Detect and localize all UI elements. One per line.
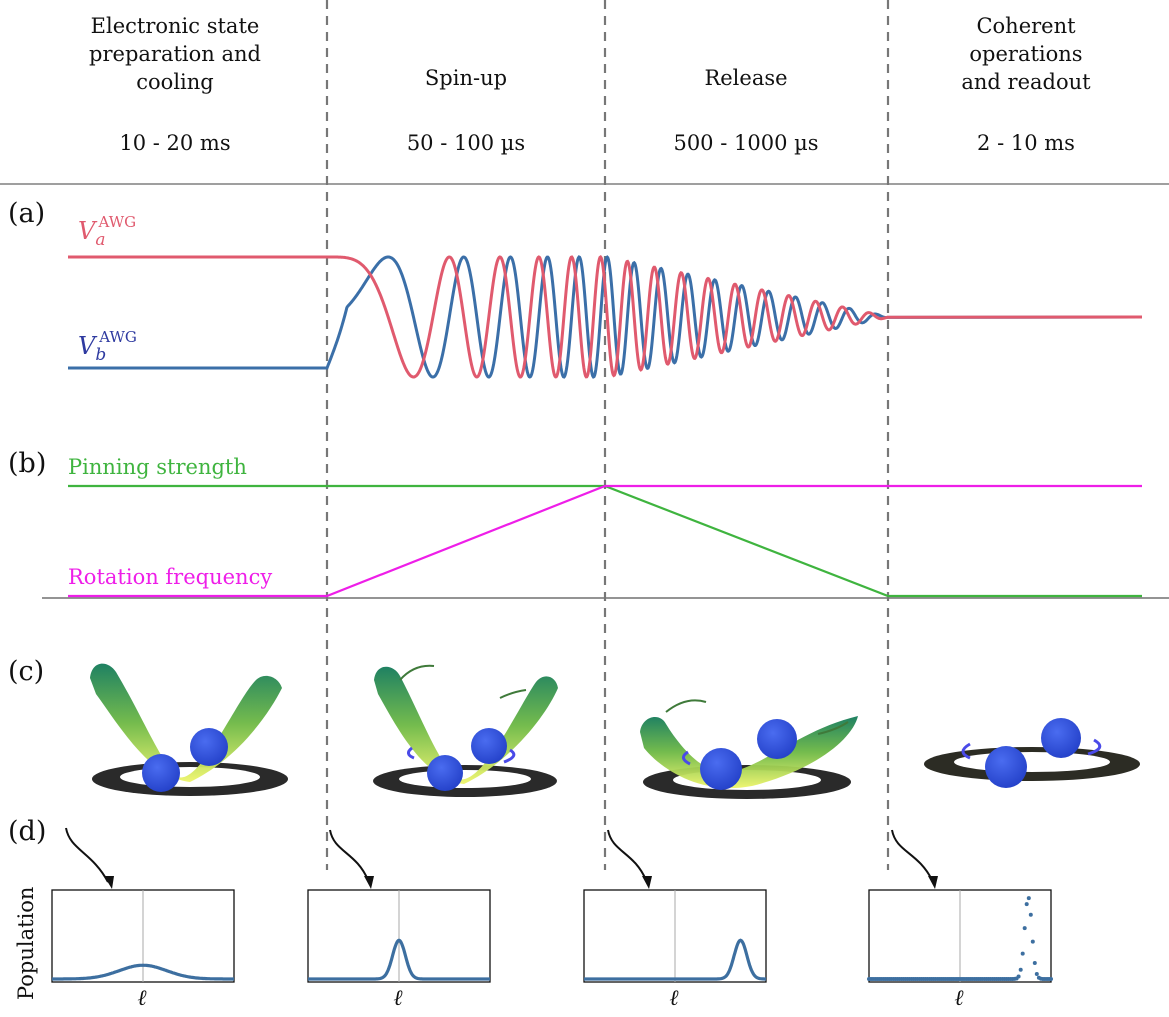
rotation-frequency-label: Rotation frequency: [68, 565, 273, 589]
panel-label-d: (d): [8, 816, 47, 847]
population-point: [1034, 972, 1039, 976]
awg-waveforms: [68, 254, 1143, 379]
signal-symbol: V: [78, 217, 96, 245]
ion-icon: [700, 748, 742, 790]
curved-arrow-icon: [329, 829, 369, 881]
phase-title-line: Release: [704, 66, 788, 90]
signal-superscript: AWG: [98, 213, 137, 231]
ion-icon: [471, 728, 507, 764]
population-point: [1022, 926, 1027, 931]
rotation-arrow-icon: [961, 742, 971, 760]
ion-icon: [427, 755, 463, 791]
population-point: [1026, 896, 1031, 901]
ell-axis-label: ℓ: [954, 986, 964, 1011]
waveform-va: [68, 254, 1143, 379]
arrowhead-icon: [104, 876, 114, 889]
ell-axis-label: ℓ: [393, 986, 403, 1011]
waveform-vb: [68, 255, 1143, 379]
phase-duration: 2 - 10 ms: [977, 131, 1075, 155]
population-point: [1024, 902, 1029, 907]
phase-dividers: [325, 0, 890, 870]
population-point: [1030, 939, 1035, 944]
phase-header-4: Coherent operations and readout 2 - 10 m…: [906, 12, 1146, 155]
rotation-arrow-icon: [1087, 738, 1102, 756]
population-point: [1049, 977, 1053, 981]
drive-arrow-icon: [665, 699, 707, 713]
population-point: [1016, 974, 1021, 979]
panel-label-c: (c): [8, 656, 45, 687]
phase-duration: 10 - 20 ms: [119, 131, 231, 155]
pinning-strength-trace: [68, 484, 1142, 598]
illustration-pinned: [90, 663, 288, 796]
phase-title-line: operations: [969, 42, 1083, 66]
population-curve: [52, 963, 234, 981]
drive-arrow-icon: [499, 689, 527, 699]
phase-title-line: preparation and: [89, 42, 261, 66]
phase-title-line: Spin-up: [424, 66, 508, 90]
phase-title-line: cooling: [136, 70, 214, 94]
ion-icon: [1041, 718, 1081, 758]
signal-superscript: AWG: [99, 328, 137, 346]
ribbon-icon: [374, 666, 558, 784]
ell-axis-label: ℓ: [669, 986, 679, 1011]
panel-label-a: (a): [8, 198, 46, 229]
rotation-arrow-icon: [407, 746, 415, 760]
drive-arrow-icon: [817, 721, 849, 735]
population-curve: [584, 938, 766, 981]
population-axis-label: Population: [14, 886, 38, 1000]
phase-title-line: Electronic state: [90, 14, 260, 38]
arrowhead-icon: [928, 876, 938, 889]
population-plots: [51, 889, 1053, 983]
ion-icon: [142, 754, 180, 792]
ell-axis-label: ℓ: [137, 986, 147, 1011]
signal-label-va: VaAWG: [78, 213, 136, 250]
population-point: [1028, 912, 1033, 917]
ion-icon: [985, 746, 1027, 788]
pinning-strength-label: Pinning strength: [68, 455, 247, 479]
signal-subscript: b: [95, 345, 107, 365]
ion-icon: [190, 728, 228, 766]
ion-icon: [757, 719, 797, 759]
curved-arrow-icon: [607, 829, 647, 881]
illustration-release: [640, 699, 858, 799]
ribbon-icon: [640, 716, 858, 789]
arrowhead-icon: [642, 876, 652, 889]
phase-title-line: and readout: [961, 70, 1091, 94]
arrowhead-icon: [364, 876, 374, 889]
rotation-arrow-icon: [682, 750, 691, 766]
population-point: [1018, 967, 1023, 972]
rotation-frequency-trace: [68, 484, 1142, 598]
phase-header-1: Electronic state preparation and cooling…: [45, 12, 305, 155]
signal-label-vb: VbAWG: [78, 328, 137, 365]
phase-title-line: Coherent: [976, 14, 1076, 38]
drive-arrow-icon: [399, 664, 435, 681]
curved-arrow-icon: [65, 827, 109, 883]
rotation-arrow-icon: [503, 748, 516, 764]
illustration-spin-up: [373, 664, 558, 797]
population-curve: [308, 938, 490, 981]
illustration-free-rotation: [924, 718, 1140, 788]
phase-duration: 50 - 100 µs: [406, 131, 526, 155]
population-point: [1032, 961, 1037, 965]
panel-label-b: (b): [8, 448, 47, 479]
signal-subscript: a: [95, 230, 106, 250]
trap-illustrations: [90, 663, 1140, 799]
curved-arrow-icon: [891, 829, 933, 881]
phase-duration: 500 - 1000 µs: [673, 131, 819, 155]
ribbon-icon: [90, 663, 282, 782]
signal-symbol: V: [78, 332, 96, 360]
ring-hole: [954, 752, 1110, 772]
population-point: [1020, 951, 1025, 956]
ramp-traces: [68, 484, 1142, 598]
phase-header-3: Release 500 - 1000 µs: [616, 64, 876, 155]
transition-arrows: [65, 827, 938, 889]
phase-header-2: Spin-up 50 - 100 µs: [336, 64, 596, 155]
